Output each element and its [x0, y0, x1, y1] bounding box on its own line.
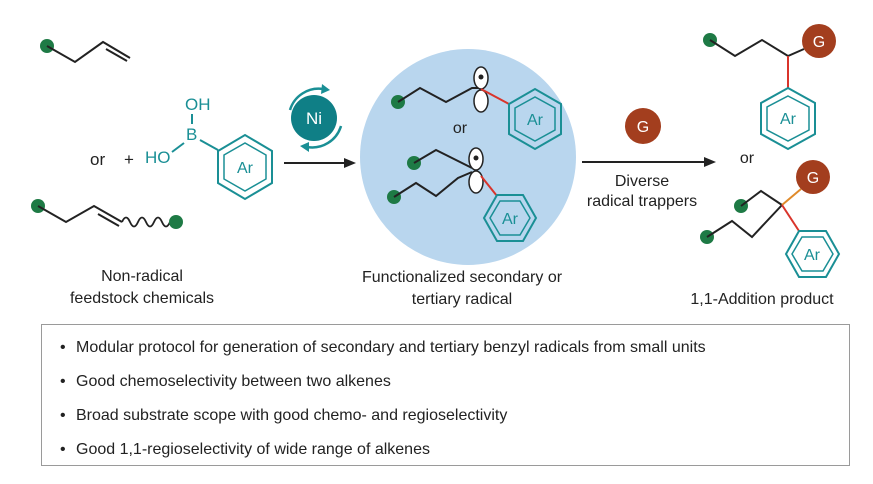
caption-radical-line2: tertiary radical — [412, 291, 512, 308]
caption-feedstock-line2: feedstock chemicals — [70, 290, 214, 307]
arrowhead-icon — [344, 158, 356, 168]
ar-label: Ar — [237, 160, 254, 177]
or-label-middle: or — [453, 120, 468, 137]
aryl-ring: Ar — [217, 133, 273, 201]
radical-intermediate-bubble — [360, 49, 576, 265]
caption-feedstock-line1: Non-radical — [101, 268, 183, 285]
green-substituent-dot — [169, 215, 183, 229]
radical-trapper-g: G — [625, 108, 661, 144]
g-circle — [625, 108, 661, 144]
cycle-arrowhead — [321, 84, 330, 94]
aryl-ring: Ar — [482, 194, 538, 242]
ar-label: Ar — [527, 112, 544, 129]
caption-radical-line1: Functionalized secondary or — [362, 269, 563, 286]
trapper-label-line1: Diverse — [615, 173, 669, 190]
g-circle — [796, 160, 830, 194]
arrowhead-icon — [704, 157, 716, 167]
g-label: G — [807, 170, 819, 187]
ni-label: Ni — [306, 109, 322, 128]
ho-label: HO — [145, 148, 171, 167]
nickel-circle — [291, 95, 337, 141]
caption-product: 1,1-Addition product — [690, 291, 834, 308]
g-circle — [802, 24, 836, 58]
summary-bullet: Modular protocol for generation of secon… — [60, 331, 849, 365]
summary-list: Modular protocol for generation of secon… — [42, 325, 849, 467]
plus-label: + — [124, 150, 134, 169]
secondary-product: G Ar — [703, 24, 836, 151]
oh-label: OH — [185, 95, 211, 114]
summary-bullet: Good chemoselectivity between two alkene… — [60, 365, 849, 399]
summary-box: Modular protocol for generation of secon… — [41, 324, 850, 466]
ar-label: Ar — [804, 247, 821, 264]
ar-label: Ar — [502, 211, 519, 228]
summary-bullet: Good 1,1-regioselectivity of wide range … — [60, 433, 849, 467]
nickel-catalyst-cycle: Ni — [288, 84, 343, 152]
secondary-radical: Ar — [391, 66, 562, 151]
or-label-right: or — [740, 150, 755, 167]
g-label: G — [813, 34, 825, 51]
g-label: G — [637, 119, 649, 136]
summary-bullet: Broad substrate scope with good chemo- a… — [60, 399, 849, 433]
aryl-ring: Ar — [784, 230, 841, 278]
aryl-ring: Ar — [760, 86, 816, 151]
aryl-ring: Ar — [508, 87, 562, 151]
ar-label: Ar — [780, 111, 797, 128]
or-label-left: or — [90, 150, 105, 169]
reaction-scheme: or + OH B HO Ar Non-radical feedstock ch… — [31, 24, 841, 308]
trapper-label-line2: radical trappers — [587, 193, 697, 210]
butene-molecule — [40, 39, 131, 64]
p-orbital-icon — [468, 147, 484, 194]
cycle-arrowhead — [300, 142, 309, 152]
arylboronic-acid: OH B HO Ar — [145, 95, 273, 201]
boron-label: B — [186, 125, 197, 144]
tertiary-radical: Ar — [387, 147, 538, 242]
internal-alkene-molecule — [31, 199, 183, 229]
tertiary-product: G Ar — [700, 160, 841, 278]
